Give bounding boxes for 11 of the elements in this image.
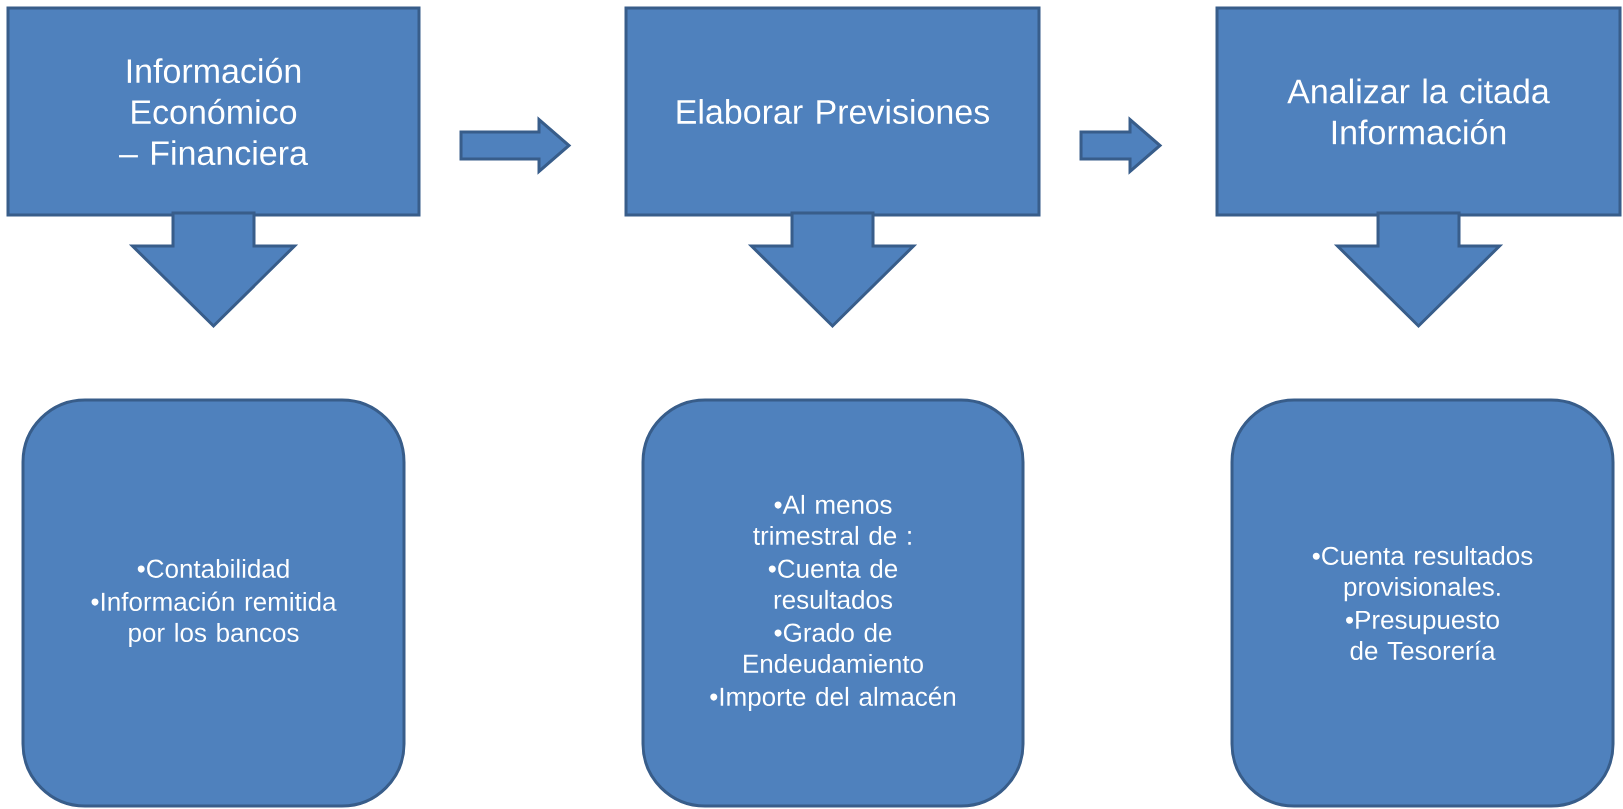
rounded-box: •Cuenta resultados provisionales. •Presupuesto de Tesorería xyxy=(1230,398,1615,808)
block-arrow xyxy=(1333,211,1504,329)
process-box: Información Económico – Financiera xyxy=(6,6,421,217)
block-arrow xyxy=(128,211,299,329)
process-box: Elaborar Previsiones xyxy=(624,6,1041,217)
block-arrow xyxy=(459,116,572,175)
block-arrow xyxy=(1079,116,1163,175)
process-box: Analizar la citada Información xyxy=(1215,6,1622,217)
block-arrow xyxy=(747,211,918,329)
rounded-box: •Al menos trimestral de : •Cuenta de resultados •Grado de Endeudamiento •Importe del almacén xyxy=(641,398,1025,808)
rounded-box: •Contabilidad •Información remitida por los bancos xyxy=(21,398,406,808)
